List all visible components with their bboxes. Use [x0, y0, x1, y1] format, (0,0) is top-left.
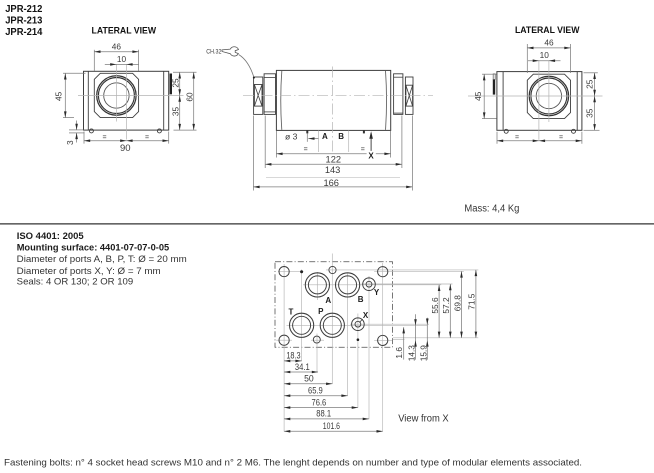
svg-text:90: 90 — [120, 143, 131, 154]
svg-text:=: = — [145, 134, 149, 141]
svg-text:1.6: 1.6 — [394, 347, 404, 359]
svg-text:88.1: 88.1 — [316, 409, 331, 419]
svg-text:69.8: 69.8 — [452, 295, 462, 312]
svg-text:34.1: 34.1 — [295, 362, 310, 372]
svg-text:35: 35 — [585, 108, 595, 118]
svg-text:25: 25 — [171, 78, 181, 88]
svg-text:=: = — [103, 134, 107, 141]
svg-text:ø 3: ø 3 — [285, 132, 298, 142]
svg-text:JPR-213: JPR-213 — [5, 16, 43, 27]
svg-text:65.9: 65.9 — [308, 386, 323, 396]
svg-text:=: = — [559, 135, 563, 142]
svg-text:=: = — [515, 135, 519, 142]
svg-text:25: 25 — [585, 79, 595, 89]
svg-text:10: 10 — [540, 50, 550, 60]
svg-text:76.6: 76.6 — [312, 397, 327, 407]
svg-text:JPR-214: JPR-214 — [5, 27, 43, 38]
svg-text:45: 45 — [473, 91, 483, 101]
svg-text:Mass: 4,4 Kg: Mass: 4,4 Kg — [464, 204, 519, 215]
svg-text:B: B — [358, 295, 364, 304]
svg-text:Y: Y — [374, 288, 380, 297]
svg-text:101.6: 101.6 — [323, 421, 340, 431]
svg-text:LATERAL VIEW: LATERAL VIEW — [515, 24, 580, 35]
svg-text:A: A — [322, 132, 328, 141]
svg-text:Mounting surface: 4401-07-07-0: Mounting surface: 4401-07-07-0-05 — [17, 243, 170, 254]
svg-text:ISO 4401: 2005: ISO 4401: 2005 — [17, 231, 85, 242]
svg-text:14.3: 14.3 — [406, 345, 416, 362]
svg-text:50: 50 — [304, 374, 314, 384]
svg-text:X: X — [363, 311, 369, 320]
svg-text:35: 35 — [171, 107, 181, 117]
svg-text:LATERAL VIEW: LATERAL VIEW — [92, 24, 157, 35]
svg-text:46: 46 — [544, 38, 554, 48]
svg-text:46: 46 — [112, 42, 122, 52]
svg-text:143: 143 — [325, 165, 341, 175]
svg-text:71.5: 71.5 — [467, 293, 477, 310]
svg-text:Diameter of ports A, B, P, T:: Diameter of ports A, B, P, T: Ø = 20 mm — [17, 254, 187, 265]
svg-text:10: 10 — [117, 54, 127, 64]
svg-text:JPR-212: JPR-212 — [5, 4, 43, 15]
svg-text:X: X — [368, 151, 374, 160]
svg-text:T: T — [288, 307, 293, 316]
svg-text:A: A — [325, 296, 331, 305]
svg-text:Diameter of ports X, Y: Ø = 7: Diameter of ports X, Y: Ø = 7 mm — [17, 266, 161, 277]
svg-text:45: 45 — [53, 91, 63, 101]
svg-text:15.9: 15.9 — [418, 345, 428, 362]
svg-text:Fastening bolts: n° 4 socket h: Fastening bolts: n° 4 socket head screws… — [4, 456, 582, 467]
svg-text:166: 166 — [323, 178, 339, 188]
svg-text:3: 3 — [65, 140, 75, 145]
svg-text:B: B — [338, 132, 344, 141]
svg-text:55.6: 55.6 — [430, 297, 440, 314]
svg-text:57.2: 57.2 — [441, 297, 451, 314]
svg-text:=: = — [304, 146, 308, 153]
svg-text:View from X: View from X — [398, 413, 449, 424]
svg-text:CH.32: CH.32 — [206, 48, 221, 55]
svg-text:18.3: 18.3 — [286, 351, 300, 361]
svg-text:122: 122 — [326, 155, 342, 165]
svg-text:=: = — [361, 146, 365, 153]
svg-text:Seals: 4 OR 130; 2 OR 109: Seals: 4 OR 130; 2 OR 109 — [17, 277, 134, 288]
svg-text:60: 60 — [184, 92, 194, 102]
svg-text:P: P — [318, 307, 324, 316]
